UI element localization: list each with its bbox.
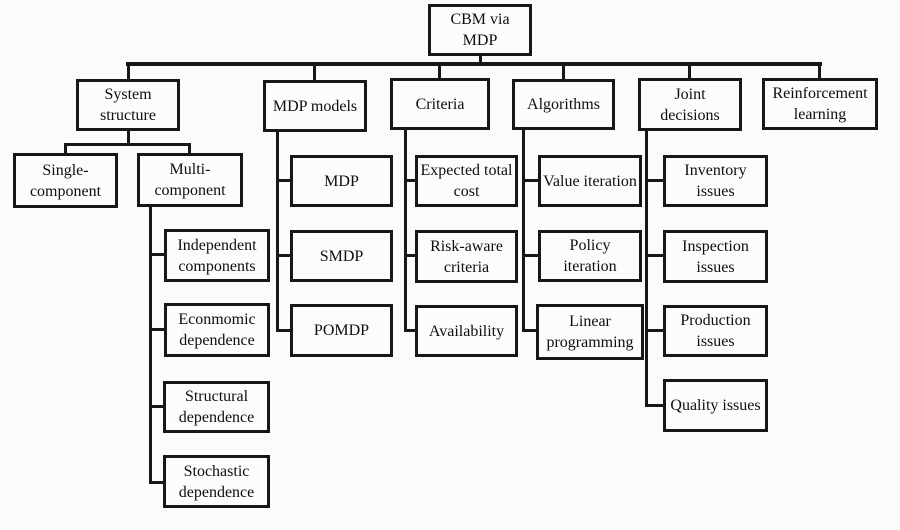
connector-algorithms-spine bbox=[522, 130, 525, 331]
node-multi-component: Multi-component bbox=[137, 153, 243, 207]
connector-stub-linear-programming bbox=[522, 329, 537, 332]
node-production-issues: Production issues bbox=[663, 305, 768, 357]
connector-stub-mdp bbox=[276, 179, 292, 182]
node-inventory-issues: Inventory issues bbox=[663, 155, 768, 207]
connector-drop-joint-decisions bbox=[688, 64, 691, 79]
node-stochastic-dependence: Stochastic dependence bbox=[163, 455, 270, 508]
connector-drop-reinforcement-learning bbox=[818, 64, 821, 79]
connector-drop-algorithms bbox=[562, 64, 565, 80]
connector-stub-inspection-issues bbox=[645, 254, 664, 257]
node-structural-dependence: Structural dependence bbox=[163, 381, 270, 433]
connector-multi-component-spine bbox=[149, 205, 152, 484]
connector-stub-pomdp bbox=[276, 329, 292, 332]
connector-bus bbox=[126, 62, 822, 66]
connector-drop-single-component bbox=[64, 143, 67, 154]
node-mdp: MDP bbox=[290, 155, 393, 207]
node-criteria: Criteria bbox=[390, 78, 490, 130]
connector-drop-system-structure bbox=[127, 64, 130, 80]
connector-stub-stochastic-dependence bbox=[149, 481, 165, 484]
connector-stub-econmomic-dependence bbox=[149, 328, 165, 331]
node-policy-iteration: Policy iteration bbox=[538, 230, 642, 282]
node-algorithms: Algorithms bbox=[512, 79, 615, 130]
node-mdp-models: MDP models bbox=[263, 80, 367, 132]
connector-stub-structural-dependence bbox=[149, 405, 165, 408]
connector-joint-decisions-spine bbox=[645, 131, 648, 406]
node-risk-aware-criteria: Risk-aware criteria bbox=[415, 230, 518, 283]
connector-stub-value-iteration bbox=[522, 179, 539, 182]
connector-stub-policy-iteration bbox=[522, 254, 539, 257]
connector-system-structure-bar bbox=[64, 143, 191, 146]
node-single-component: Single-component bbox=[13, 153, 118, 208]
connector-criteria-spine bbox=[404, 130, 407, 331]
connector-drop-criteria bbox=[438, 64, 441, 79]
connector-stub-availability bbox=[404, 329, 417, 332]
node-joint-decisions: Joint decisions bbox=[638, 78, 742, 131]
node-quality-issues: Quality issues bbox=[663, 379, 768, 432]
connector-stub-inventory-issues bbox=[645, 179, 664, 182]
connector-stub-independent-components bbox=[149, 253, 165, 256]
connector-stub-smdp bbox=[276, 254, 292, 257]
node-pomdp: POMDP bbox=[290, 304, 393, 357]
connector-drop-multi-component bbox=[188, 143, 191, 154]
connector-stub-risk-aware-criteria bbox=[404, 254, 417, 257]
connector-stub-quality-issues bbox=[645, 404, 664, 407]
connector-drop-mdp-models bbox=[313, 64, 316, 81]
connector-stub-production-issues bbox=[645, 329, 664, 332]
node-availability: Availability bbox=[415, 305, 518, 357]
node-linear-programming: Linear programming bbox=[536, 304, 644, 360]
node-independent-components: Independent components bbox=[164, 229, 270, 282]
node-value-iteration: Value iteration bbox=[538, 155, 642, 207]
connector-stub-expected-total-cost bbox=[404, 179, 417, 182]
node-smdp: SMDP bbox=[290, 230, 393, 282]
node-econmomic-dependence: Econmomic dependence bbox=[164, 303, 270, 357]
node-reinforcement-learning: Reinforcement learning bbox=[762, 78, 878, 130]
node-expected-total-cost: Expected total cost bbox=[415, 155, 518, 207]
node-cbm-via-mdp: CBM via MDP bbox=[428, 4, 532, 56]
connector-root-drop bbox=[479, 56, 482, 64]
node-inspection-issues: Inspection issues bbox=[663, 230, 768, 283]
connector-mdp-models-spine bbox=[276, 131, 279, 332]
connector-system-structure-stem bbox=[127, 131, 130, 145]
node-system-structure: System structure bbox=[76, 79, 180, 131]
